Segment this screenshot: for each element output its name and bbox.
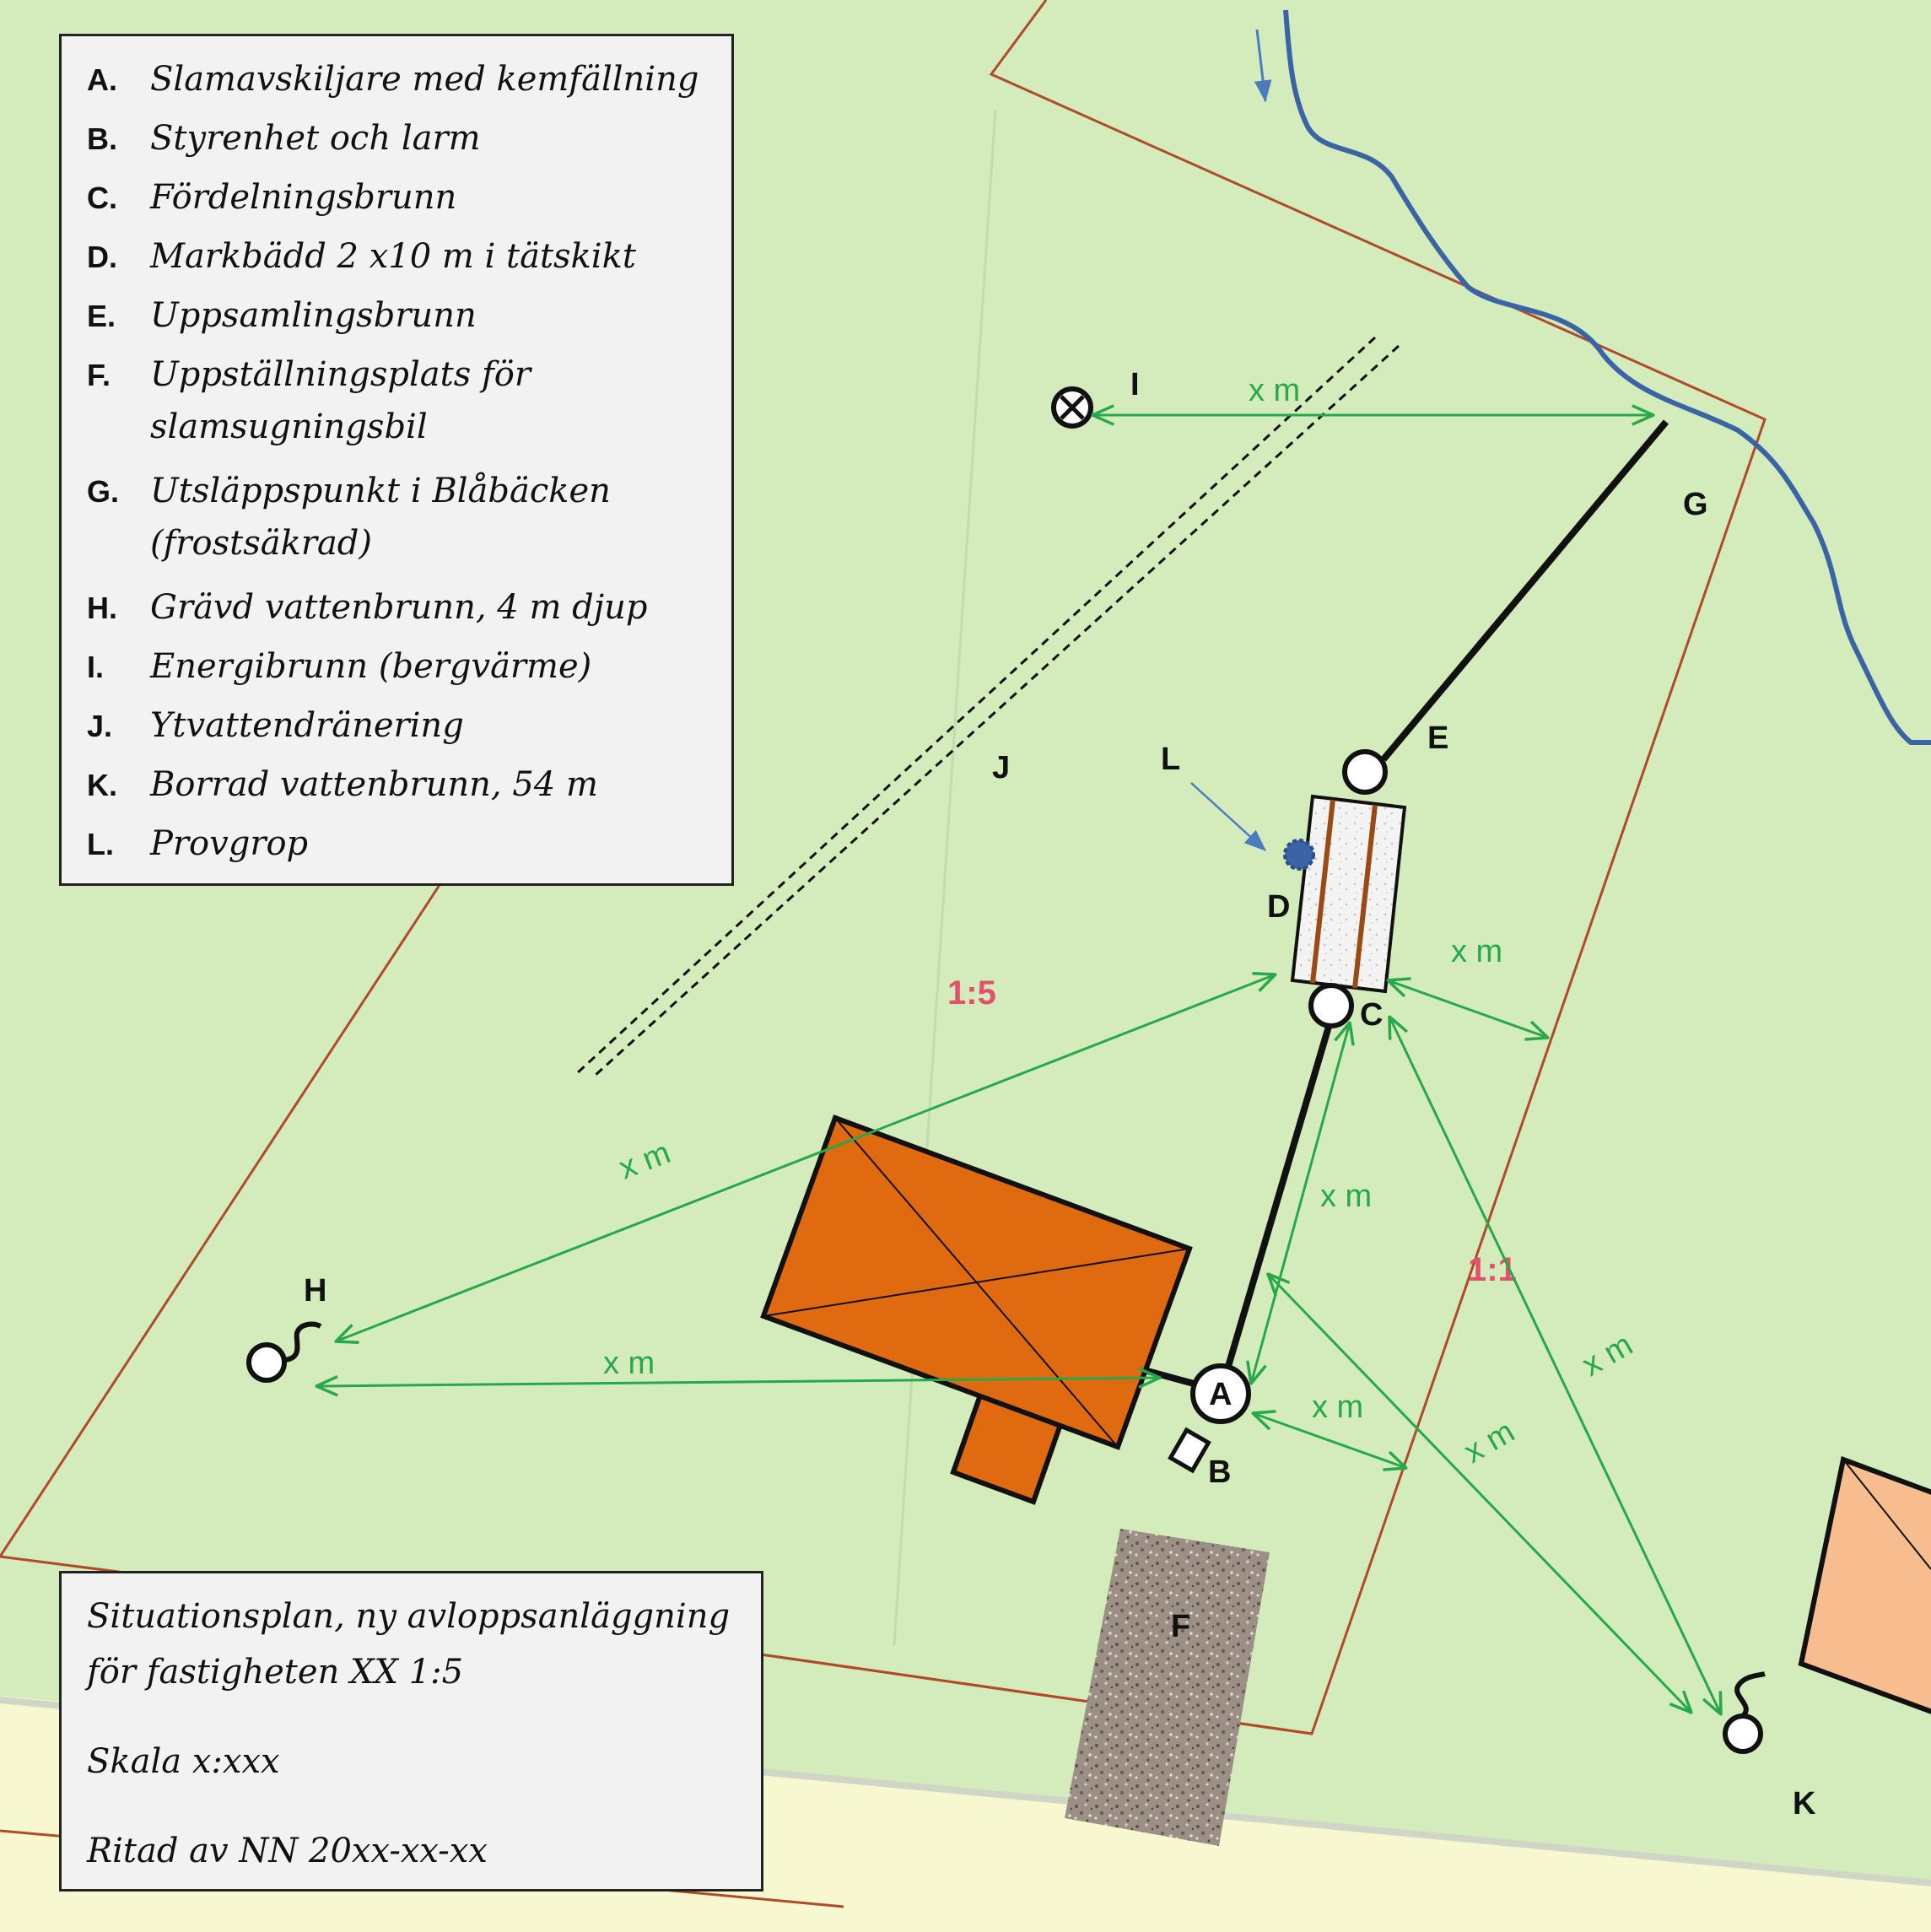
legend-row-l: L. Provgrop bbox=[87, 818, 731, 877]
arrow-c-k bbox=[1389, 1017, 1721, 1714]
legend-key: C. bbox=[87, 181, 117, 215]
septic-tank-a bbox=[1190, 1363, 1251, 1424]
legend-row-g: G. Utsläppspunkt i Blåbäcken (frostsäkrad… bbox=[87, 465, 731, 581]
label-c: C bbox=[1360, 997, 1383, 1033]
legend-row-h: H. Grävd vattenbrunn, 4 m djup bbox=[87, 581, 731, 640]
test-pit-icon bbox=[1283, 839, 1315, 871]
plan-title-line2: för fastigheten XX 1:5 bbox=[87, 1653, 464, 1692]
legend-text: Borrad vattenbrunn, 54 m bbox=[150, 765, 598, 804]
legend-text: Provgrop bbox=[150, 824, 309, 863]
distance-arrows bbox=[316, 415, 1721, 1714]
legend-key: J. bbox=[87, 709, 113, 743]
legend-key: L. bbox=[87, 827, 114, 861]
legend-row-j: J. Ytvattendränering bbox=[87, 699, 731, 758]
legend-key: F. bbox=[87, 358, 111, 392]
legend-key: A. bbox=[87, 62, 117, 97]
collection-well-e bbox=[1342, 749, 1388, 795]
legend-key: B. bbox=[87, 121, 117, 156]
legend-key: H. bbox=[87, 591, 117, 625]
stream-blabacken bbox=[1283, 9, 1931, 745]
dist-label-a-boundary: x m bbox=[1312, 1390, 1363, 1425]
legend-text: Styrenhet och larm bbox=[150, 119, 481, 158]
label-b: B bbox=[1208, 1454, 1231, 1490]
label-d: D bbox=[1267, 889, 1290, 925]
plan-title-line1: Situationsplan, ny avloppsanläggning bbox=[87, 1597, 731, 1636]
neighbor-house bbox=[1798, 1455, 1931, 1714]
energy-well-icon bbox=[1051, 386, 1093, 429]
control-unit-b bbox=[1168, 1427, 1211, 1474]
legend-text: Ytvattendränering bbox=[150, 706, 464, 745]
legend-key: D. bbox=[87, 240, 117, 274]
dist-label-c-k: x m bbox=[1577, 1327, 1639, 1384]
label-i: I bbox=[1130, 367, 1140, 402]
label-a: A bbox=[1209, 1377, 1232, 1412]
dist-label-i-g: x m bbox=[1249, 373, 1300, 408]
pipe-a-c bbox=[1217, 1019, 1334, 1394]
dist-label-h-house: x m bbox=[603, 1346, 655, 1381]
legend-row-c: C. Fördelningsbrunn bbox=[87, 171, 731, 230]
label-j: J bbox=[992, 750, 1010, 785]
legend-row-d: D. Markbädd 2 x10 m i tätskikt bbox=[87, 230, 731, 289]
arrow-d-boundary bbox=[1388, 980, 1548, 1038]
legend-text: Uppsamlingsbrunn bbox=[150, 296, 477, 335]
legend-text: Markbädd 2 x10 m i tätskikt bbox=[150, 237, 636, 276]
label-e: E bbox=[1427, 720, 1448, 756]
dist-label-h-d: x m bbox=[614, 1135, 675, 1186]
legend-key: G. bbox=[87, 474, 120, 509]
dug-well-icon bbox=[246, 1321, 322, 1383]
drainage-line-1 bbox=[574, 336, 1377, 1076]
legend-key: K. bbox=[87, 768, 117, 802]
parcel-label-left: 1:5 bbox=[947, 974, 996, 1012]
legend-key: I. bbox=[87, 650, 105, 684]
legend-text: Grävd vattenbrunn, 4 m djup bbox=[150, 588, 648, 627]
house bbox=[760, 1114, 1193, 1505]
drilled-well-icon bbox=[1723, 1671, 1766, 1754]
plan-scale: Skala x:xxx bbox=[87, 1742, 280, 1781]
label-f: F bbox=[1171, 1609, 1190, 1644]
legend-text: Fördelningsbrunn bbox=[150, 178, 457, 217]
truck-parking-area bbox=[1065, 1529, 1270, 1846]
legend-row-b: B. Styrenhet och larm bbox=[87, 112, 731, 171]
label-l: L bbox=[1161, 742, 1180, 777]
legend-key: E. bbox=[87, 299, 116, 333]
legend-row-e: E. Uppsamlingsbrunn bbox=[87, 289, 731, 348]
legend-text: Slamavskiljare med kemfällning bbox=[150, 60, 699, 99]
outlet-pipe-g bbox=[1380, 419, 1669, 762]
legend-text: Utsläppspunkt i Blåbäcken (frostsäkrad) bbox=[150, 472, 611, 563]
dist-label-pipe-k: x m bbox=[1459, 1414, 1521, 1471]
test-pit-pointer bbox=[1190, 782, 1266, 851]
arrow-h-house bbox=[316, 1378, 1160, 1386]
label-k: K bbox=[1793, 1786, 1816, 1821]
label-g: G bbox=[1683, 487, 1708, 522]
plan-drawn-by: Ritad av NN 20xx-xx-xx bbox=[87, 1832, 488, 1870]
legend-row-k: K. Borrad vattenbrunn, 54 m bbox=[87, 758, 731, 818]
legend-text: Uppställningsplats för slamsugningsbil bbox=[150, 355, 531, 446]
drainage-line-2 bbox=[593, 344, 1400, 1077]
legend-text: Energibrunn (bergvärme) bbox=[150, 647, 592, 686]
label-h: H bbox=[304, 1273, 326, 1309]
dist-label-d-boundary: x m bbox=[1451, 934, 1502, 969]
legend-row-i: I. Energibrunn (bergvärme) bbox=[87, 640, 731, 699]
distribution-well-c bbox=[1308, 983, 1354, 1028]
legend-box: A. Slamavskiljare med kemfällning B. Styre… bbox=[59, 34, 734, 886]
legend-row-a: A. Slamavskiljare med kemfällning bbox=[87, 53, 731, 112]
arrow-h-d bbox=[336, 974, 1276, 1341]
soil-bed bbox=[1290, 794, 1407, 994]
flow-direction-arrow bbox=[1254, 29, 1272, 103]
dist-label-a-c: x m bbox=[1320, 1179, 1372, 1214]
legend-row-f: F. Uppställningsplats för slamsugningsbil bbox=[87, 348, 731, 465]
title-block: Situationsplan, ny avloppsanläggning för… bbox=[59, 1571, 763, 1892]
